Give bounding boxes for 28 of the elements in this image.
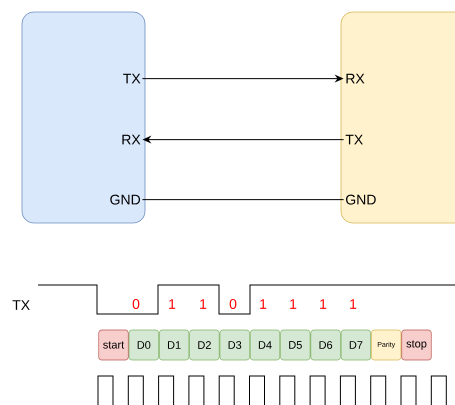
- frame-bit-cell: D0: [128, 330, 159, 360]
- frame-bit-cell: D2: [189, 330, 220, 360]
- frame-bit-cell: D6: [310, 330, 341, 360]
- pin-label: TX: [346, 134, 363, 144]
- frame-bit-cell: start: [98, 330, 129, 360]
- bit-value: 1: [169, 299, 176, 309]
- signal-label: TX: [12, 300, 30, 310]
- pin-label: RX: [346, 74, 364, 84]
- frame-bit-cell: D3: [220, 330, 250, 360]
- bit-value: 1: [290, 299, 296, 309]
- device-box: [22, 12, 146, 224]
- bit-value: 1: [200, 299, 206, 309]
- pin-label: GND: [110, 194, 140, 205]
- frame-bit-cell: D5: [280, 330, 310, 360]
- frame-bit-cell: D7: [340, 330, 371, 360]
- pin-label: RX: [122, 134, 140, 144]
- frame-bit-cell: D1: [159, 330, 190, 360]
- device-box: [340, 12, 455, 224]
- frame-bit-cell: D4: [250, 330, 280, 360]
- frame-bit-cell: stop: [401, 330, 432, 360]
- connector-line: [142, 199, 344, 200]
- bit-value: 0: [132, 299, 140, 309]
- bit-value: 1: [260, 299, 266, 309]
- bit-value: 1: [320, 299, 326, 309]
- bit-value: 1: [350, 299, 356, 309]
- pin-label: TX: [123, 74, 140, 84]
- bit-value: 0: [230, 299, 236, 309]
- pin-label: GND: [346, 194, 376, 205]
